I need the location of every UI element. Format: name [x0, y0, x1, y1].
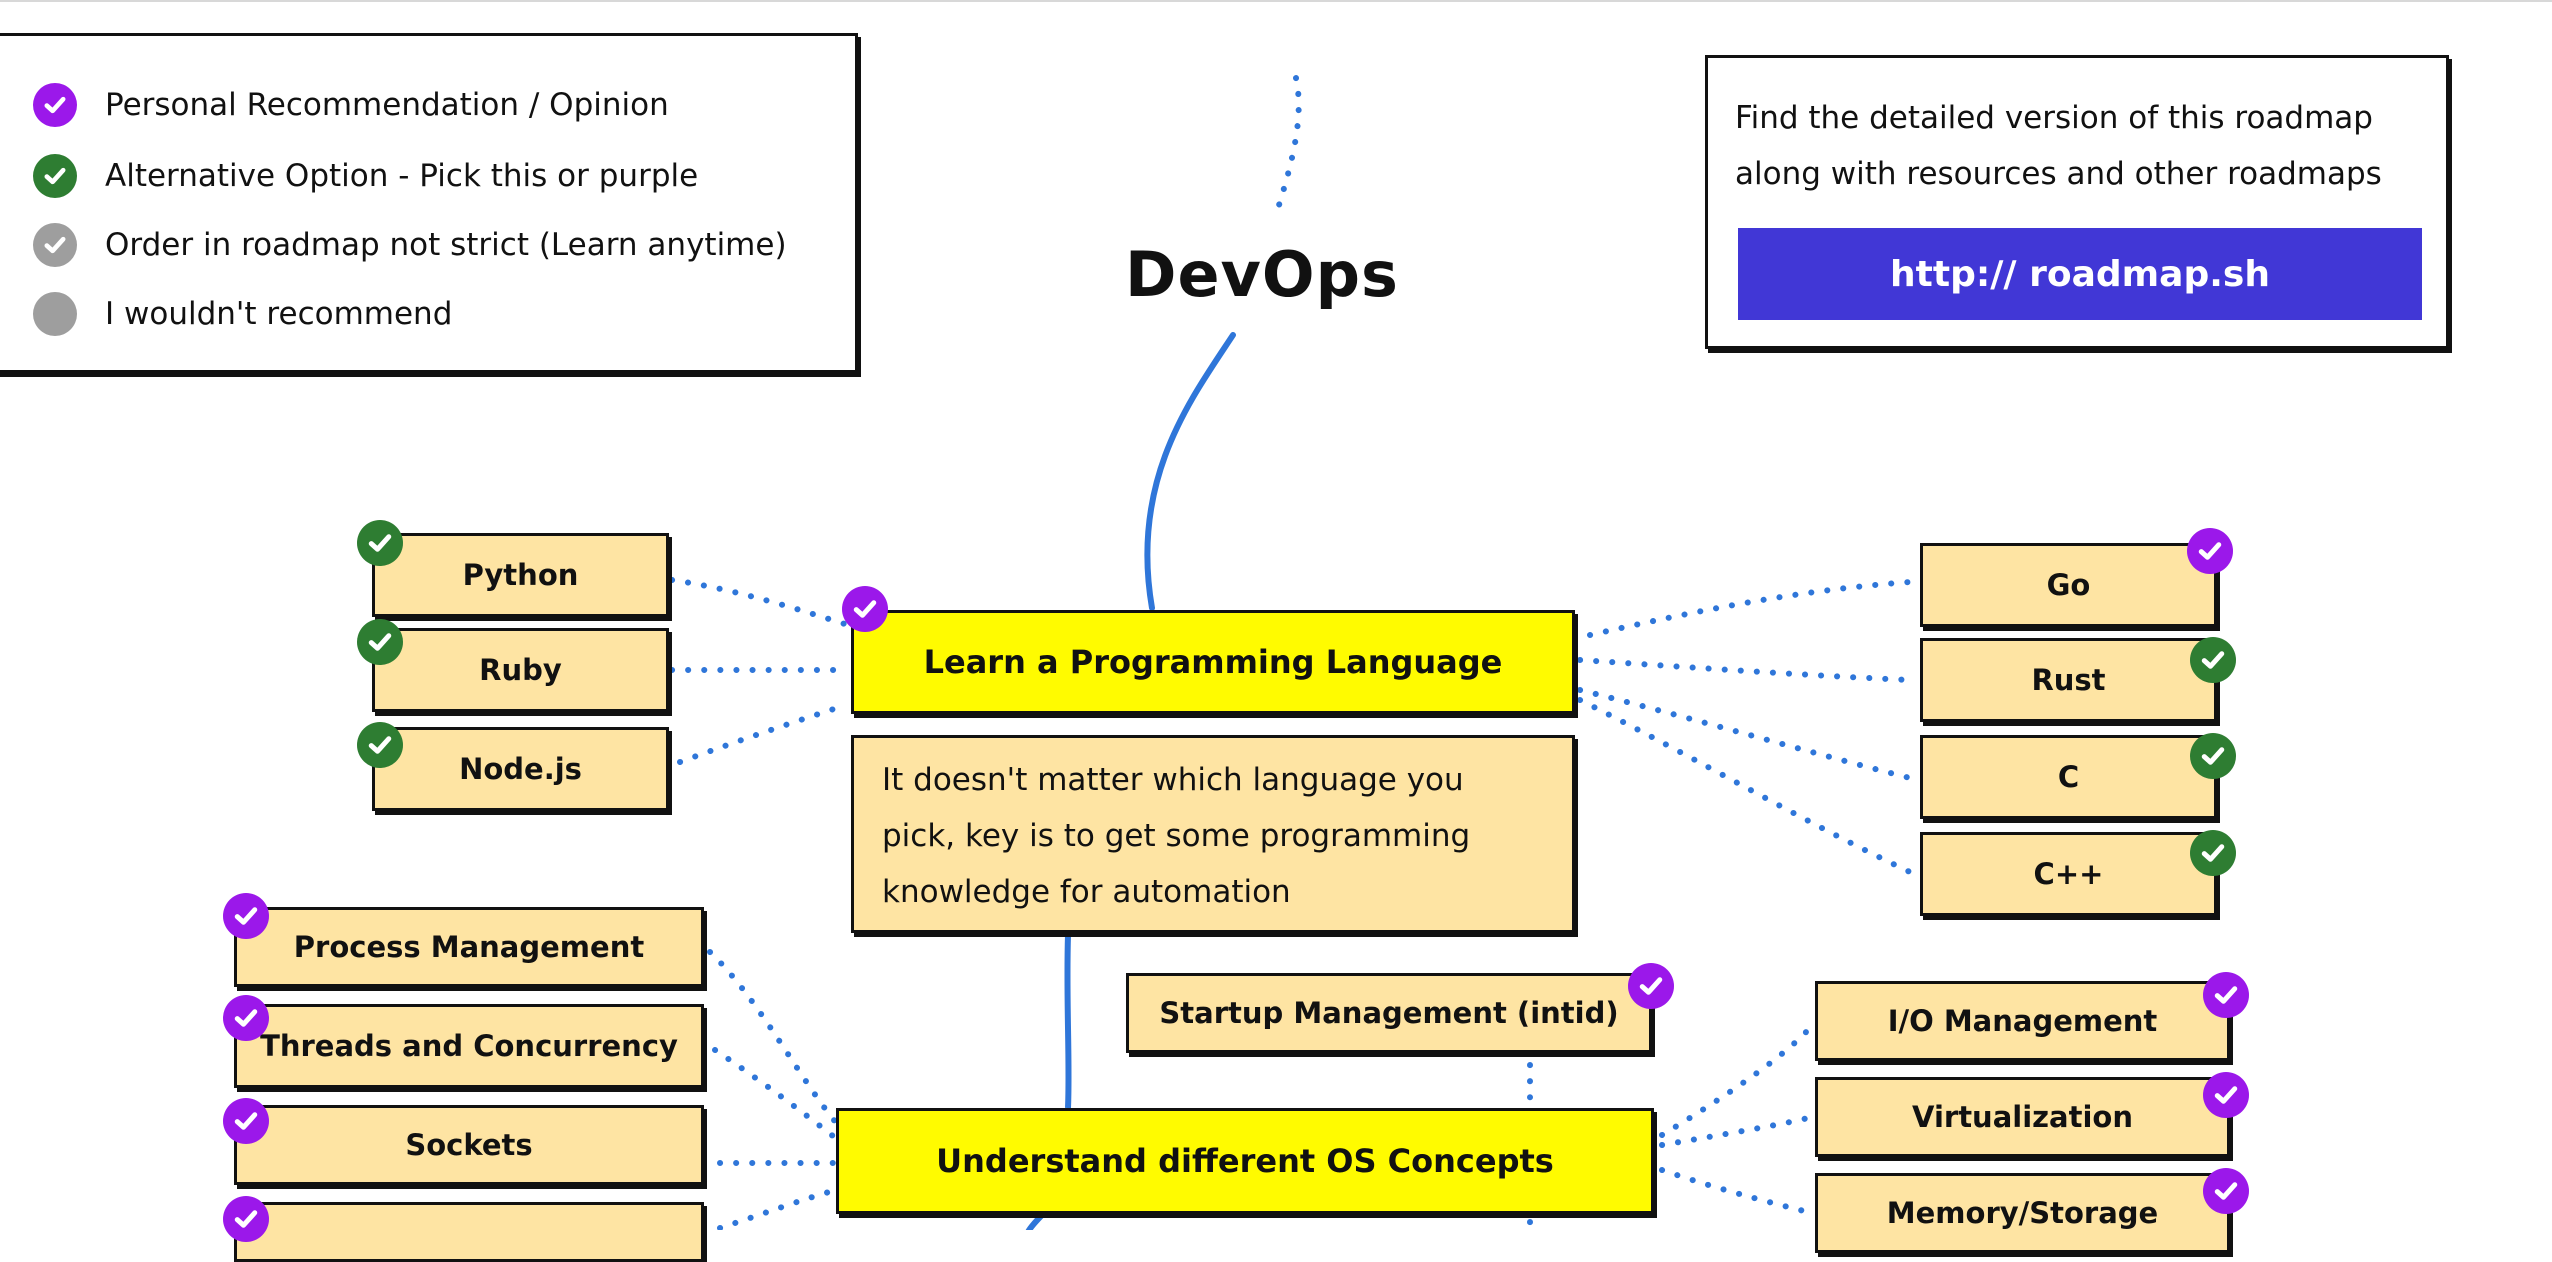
legend-label: Personal Recommendation / Opinion	[105, 87, 669, 123]
note-line-1: It doesn't matter which language you	[882, 762, 1464, 798]
node-ruby[interactable]: Ruby	[372, 628, 669, 712]
legend-row-not-strict: Order in roadmap not strict (Learn anyti…	[33, 221, 787, 269]
node-nodejs[interactable]: Node.js	[372, 727, 669, 811]
roadmap-connectors	[669, 75, 1913, 1230]
node-os-concepts[interactable]: Understand different OS Concepts	[836, 1108, 1654, 1214]
edge-python	[669, 577, 851, 628]
legend-panel: Personal Recommendation / Opinion Altern…	[0, 33, 858, 373]
edge-cpp	[1577, 697, 1913, 875]
check-circle-purple-icon	[223, 1196, 269, 1242]
edge-nodejs	[677, 702, 849, 765]
check-circle-purple-icon	[2203, 972, 2249, 1018]
edge-virtualization	[1659, 1115, 1811, 1148]
grey-circle-icon	[33, 292, 77, 336]
info-line-2: along with resources and other roadmaps	[1735, 156, 2382, 192]
node-c[interactable]: C	[1920, 735, 2217, 819]
node-label: Threads and Concurrency	[260, 1029, 678, 1063]
check-circle-purple-icon	[223, 1098, 269, 1144]
legend-row-recommend: Personal Recommendation / Opinion	[33, 81, 669, 129]
info-line-1: Find the detailed version of this roadma…	[1735, 100, 2373, 136]
node-label: Startup Management (intid)	[1159, 996, 1619, 1030]
edge-go	[1587, 579, 1913, 638]
edge-os-continue	[1025, 1209, 1048, 1230]
node-label: Rust	[2031, 663, 2106, 697]
node-label: Python	[462, 558, 579, 592]
check-circle-green-icon	[357, 520, 403, 566]
node-rust[interactable]: Rust	[1920, 638, 2217, 722]
node-go[interactable]: Go	[1920, 543, 2217, 627]
node-label: C	[2057, 760, 2080, 794]
node-memory-storage[interactable]: Memory/Storage	[1815, 1173, 2230, 1253]
info-panel: Find the detailed version of this roadma…	[1705, 55, 2449, 349]
node-python[interactable]: Python	[372, 533, 669, 617]
top-divider	[0, 0, 2552, 2]
check-circle-green-icon	[357, 722, 403, 768]
legend-row-not-recommend: I wouldn't recommend	[33, 290, 452, 338]
edge-process	[707, 949, 841, 1128]
note-line-3: knowledge for automation	[882, 874, 1291, 910]
roadmap-link-button[interactable]: http:// roadmap.sh	[1738, 228, 2422, 320]
legend-label: Order in roadmap not strict (Learn anyti…	[105, 227, 787, 263]
node-os-left-partial[interactable]	[234, 1202, 704, 1262]
check-circle-purple-icon	[223, 995, 269, 1041]
check-circle-green-icon	[2190, 733, 2236, 779]
node-label: I/O Management	[1887, 1004, 2158, 1038]
check-circle-green-icon	[357, 619, 403, 665]
edge-memory	[1659, 1167, 1811, 1215]
node-label: C++	[2033, 857, 2104, 891]
node-label: Memory/Storage	[1886, 1196, 2159, 1230]
node-label: Learn a Programming Language	[923, 643, 1503, 681]
edge-rust	[1577, 657, 1913, 683]
check-circle-green-icon	[2190, 637, 2236, 683]
node-label: Go	[2046, 568, 2091, 602]
programming-note: It doesn't matter which language you pic…	[851, 735, 1575, 933]
node-sockets[interactable]: Sockets	[234, 1105, 704, 1185]
check-circle-grey-icon	[33, 223, 77, 267]
edge-programming-to-os	[1064, 934, 1072, 1109]
edge-c	[1577, 687, 1913, 781]
page-title: DevOps	[1125, 238, 1399, 311]
edge-title-to-programming	[1144, 332, 1236, 611]
legend-label: I wouldn't recommend	[105, 296, 453, 332]
legend-row-alternative: Alternative Option - Pick this or purple	[33, 152, 698, 200]
node-virtualization[interactable]: Virtualization	[1815, 1077, 2230, 1157]
node-label: Virtualization	[1912, 1100, 2133, 1134]
note-line-2: pick, key is to get some programming	[882, 818, 1471, 854]
node-threads-concurrency[interactable]: Threads and Concurrency	[234, 1004, 704, 1088]
node-startup-management[interactable]: Startup Management (intid)	[1126, 973, 1652, 1053]
check-circle-purple-icon	[842, 586, 888, 632]
node-io-management[interactable]: I/O Management	[1815, 981, 2230, 1061]
node-learn-programming[interactable]: Learn a Programming Language	[851, 610, 1575, 714]
check-circle-purple-icon	[33, 83, 77, 127]
check-circle-purple-icon	[2203, 1072, 2249, 1118]
node-label: Understand different OS Concepts	[936, 1142, 1554, 1180]
node-label: Sockets	[405, 1128, 533, 1162]
node-label: Ruby	[479, 653, 562, 687]
edge-bottom-left	[717, 1187, 839, 1230]
edge-top-dotted	[1272, 75, 1302, 221]
check-circle-purple-icon	[2187, 528, 2233, 574]
edge-threads	[712, 1047, 841, 1143]
edge-io	[1659, 1027, 1811, 1138]
check-circle-purple-icon	[1628, 963, 1674, 1009]
node-process-management[interactable]: Process Management	[234, 907, 704, 987]
node-label: Process Management	[293, 930, 645, 964]
node-cpp[interactable]: C++	[1920, 832, 2217, 916]
check-circle-green-icon	[33, 154, 77, 198]
check-circle-purple-icon	[223, 893, 269, 939]
node-label: Node.js	[459, 752, 582, 786]
check-circle-green-icon	[2190, 830, 2236, 876]
legend-label: Alternative Option - Pick this or purple	[105, 158, 699, 194]
check-circle-purple-icon	[2203, 1168, 2249, 1214]
